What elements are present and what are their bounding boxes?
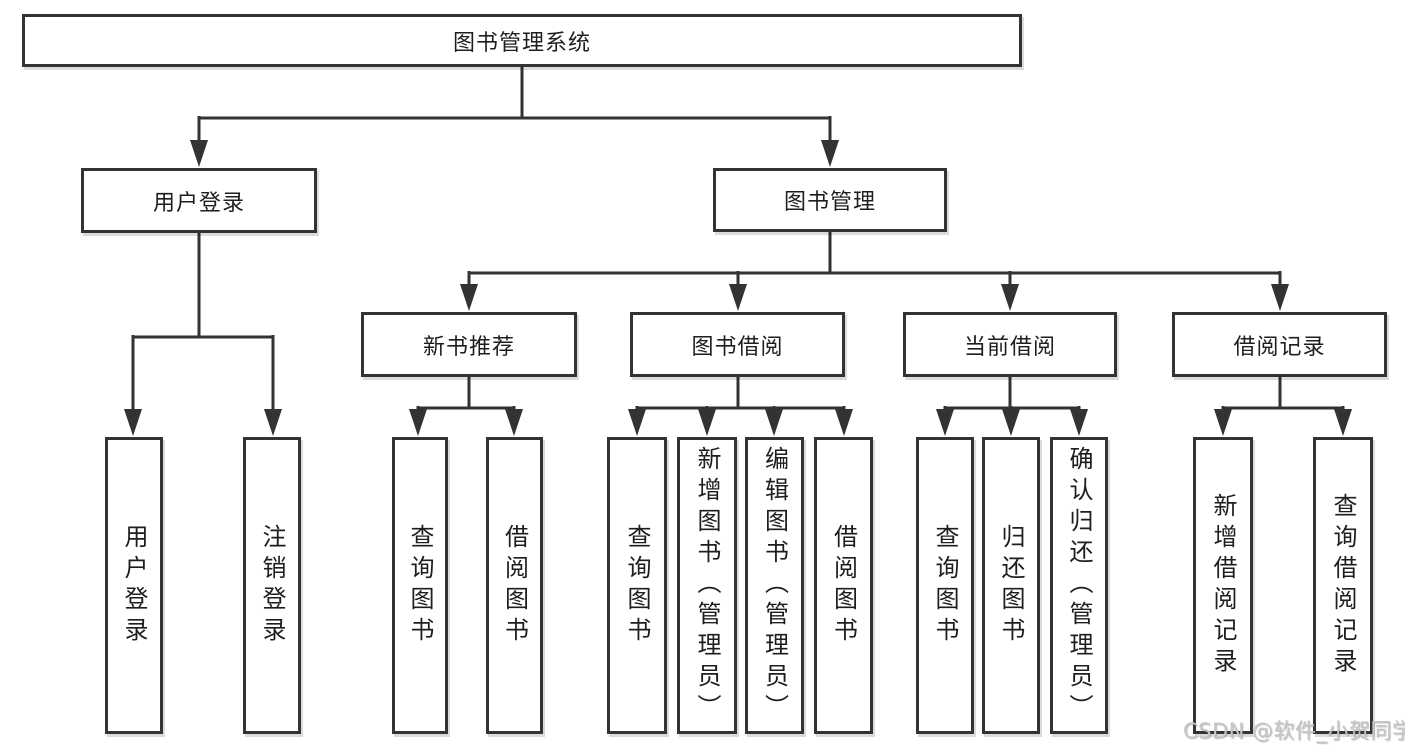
connector-new-book-recommend-to-leaves xyxy=(416,377,516,413)
leaf-br-add-record-label: 新增借阅记录 xyxy=(1209,492,1237,679)
node-user-login: 用户登录 xyxy=(81,168,317,233)
node-new-book-recommend-label: 新书推荐 xyxy=(422,334,515,360)
leaf-user-login: 用户登录 xyxy=(105,437,163,734)
leaf-bb-edit-books-admin-label: 编辑图书（管理员） xyxy=(760,446,789,725)
node-book-borrow: 图书借阅 xyxy=(630,312,845,377)
leaf-nbr-query-books-label: 查询图书 xyxy=(406,523,434,648)
leaf-bb-query-books: 查询图书 xyxy=(607,437,667,734)
node-book-borrow-label: 图书借阅 xyxy=(691,334,784,360)
node-book-management: 图书管理 xyxy=(713,168,947,232)
leaf-nbr-borrow-books: 借阅图书 xyxy=(486,437,543,734)
node-current-borrow-label: 当前借阅 xyxy=(963,334,1056,360)
connector-book-management-to-level3 xyxy=(467,232,1282,288)
leaf-cb-return-books-label: 归还图书 xyxy=(997,523,1025,648)
node-root: 图书管理系统 xyxy=(22,14,1022,67)
leaf-br-query-record-label: 查询借阅记录 xyxy=(1329,492,1357,679)
leaf-cb-query-books-label: 查询图书 xyxy=(931,523,959,648)
connector-current-borrow-to-leaves xyxy=(943,377,1081,413)
connector-user-login-to-leaves xyxy=(131,233,275,411)
leaf-nbr-query-books: 查询图书 xyxy=(392,437,448,734)
leaf-bb-borrow-books: 借阅图书 xyxy=(814,437,873,734)
leaf-bb-add-books-admin-label: 新增图书（管理员） xyxy=(693,446,721,725)
leaf-bb-borrow-books-label: 借阅图书 xyxy=(829,523,858,648)
node-borrow-records: 借阅记录 xyxy=(1172,312,1387,377)
leaf-cb-return-books: 归还图书 xyxy=(982,437,1040,734)
connector-borrow-records-to-leaves xyxy=(1221,377,1345,413)
node-user-login-label: 用户登录 xyxy=(152,190,245,216)
connector-root-to-level2 xyxy=(197,67,832,144)
leaf-bb-add-books-admin: 新增图书（管理员） xyxy=(677,437,737,734)
node-current-borrow: 当前借阅 xyxy=(903,312,1117,377)
leaf-br-add-record: 新增借阅记录 xyxy=(1193,437,1253,734)
leaf-user-login-label: 用户登录 xyxy=(120,523,148,648)
connector-book-borrow-to-leaves xyxy=(635,377,846,413)
csdn-watermark: CSDN @软件_小贺同学 xyxy=(1183,719,1405,743)
leaf-nbr-borrow-books-label: 借阅图书 xyxy=(500,523,529,648)
node-borrow-records-label: 借阅记录 xyxy=(1233,334,1326,360)
leaf-br-query-record: 查询借阅记录 xyxy=(1313,437,1373,734)
leaf-logout: 注销登录 xyxy=(243,437,301,734)
leaf-bb-edit-books-admin: 编辑图书（管理员） xyxy=(745,437,804,734)
node-book-management-label: 图书管理 xyxy=(783,190,876,215)
leaf-bb-query-books-label: 查询图书 xyxy=(623,523,651,648)
leaf-logout-label: 注销登录 xyxy=(258,523,286,648)
leaf-cb-query-books: 查询图书 xyxy=(916,437,974,734)
leaf-cb-confirm-return-admin-label: 确认归还（管理员） xyxy=(1065,446,1093,725)
node-root-label: 图书管理系统 xyxy=(452,30,591,56)
leaf-cb-confirm-return-admin: 确认归还（管理员） xyxy=(1050,437,1108,734)
node-new-book-recommend: 新书推荐 xyxy=(361,312,577,377)
